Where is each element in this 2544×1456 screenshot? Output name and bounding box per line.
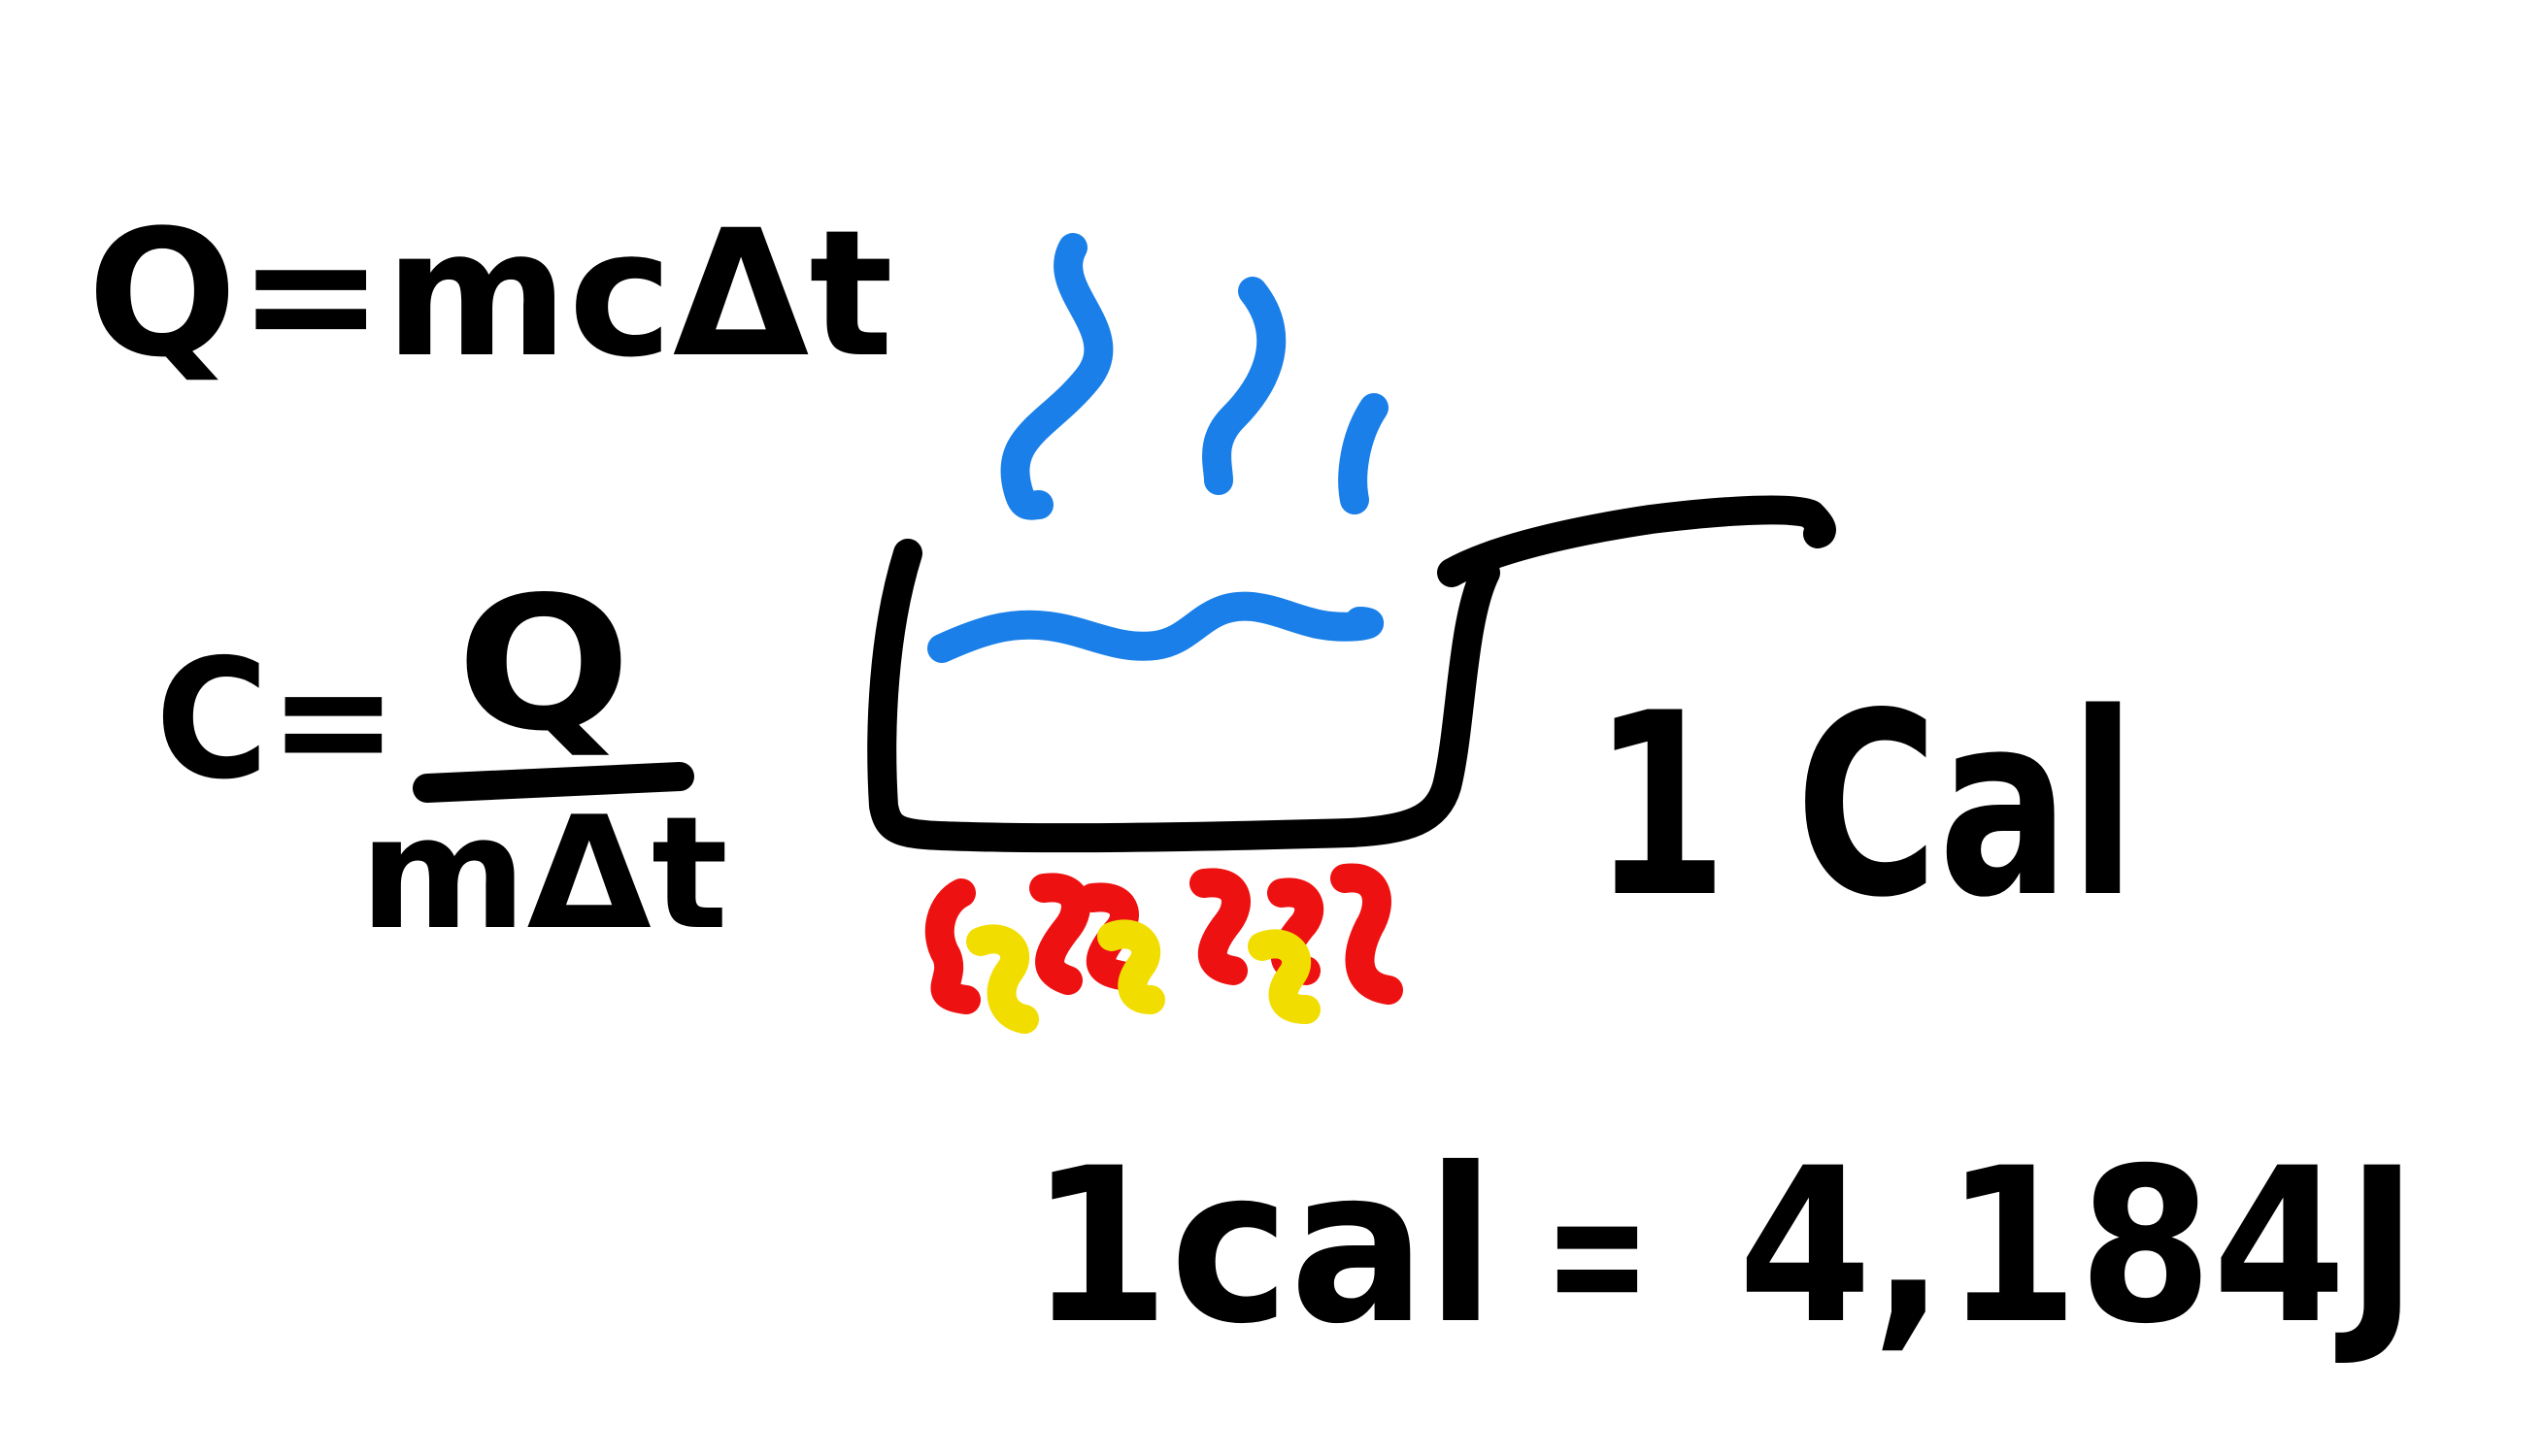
flame-outer-4 <box>1189 868 1251 985</box>
flame-outer-2 <box>1029 873 1090 995</box>
specific-heat-numerator: Q <box>456 557 631 772</box>
flame-icon <box>924 863 1403 1034</box>
specific-heat-lhs: C= <box>155 624 398 816</box>
steam-line-middle <box>1202 277 1287 495</box>
specific-heat-formula: C= Q mΔt <box>155 557 728 964</box>
heat-formula: Q=mcΔt <box>87 193 893 396</box>
calorie-label-text: 1 Cal <box>1592 660 2136 953</box>
specific-heat-denominator: mΔt <box>359 782 728 964</box>
flame-inner-2 <box>1097 919 1165 1014</box>
conversion-cal: 1cal <box>1029 1122 1495 1371</box>
steam-line-right <box>1338 393 1389 514</box>
conversion-joules: 4,184J <box>1738 1122 2418 1371</box>
conversion-equals: = <box>1544 1141 1651 1367</box>
pot-handle <box>1437 495 1836 587</box>
steam-line-left <box>1000 233 1114 520</box>
fraction-bar <box>413 762 694 803</box>
pot-illustration <box>867 233 1836 1034</box>
flame-outer-6 <box>1330 863 1403 1005</box>
flame-outer-1 <box>924 878 981 1014</box>
conversion-formula: 1cal = 4,184J <box>1029 1122 2418 1371</box>
flame-inner-1 <box>966 924 1039 1034</box>
pot-body <box>867 539 1500 853</box>
water-surface <box>927 591 1385 663</box>
flame-inner-3 <box>1248 929 1321 1024</box>
calorie-label: 1 Cal <box>1592 660 2136 953</box>
heat-formula-text: Q=mcΔt <box>87 193 893 396</box>
